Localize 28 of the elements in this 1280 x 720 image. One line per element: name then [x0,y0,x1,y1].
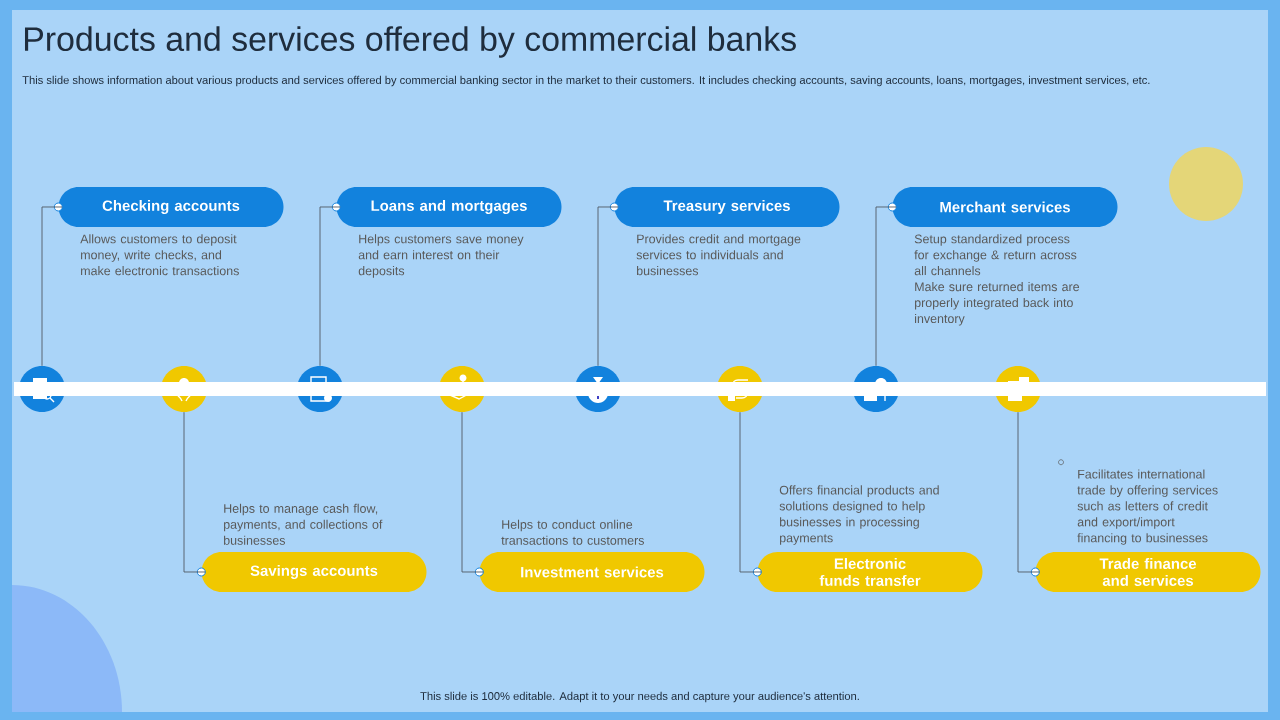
pill-box: Trade finance and services [1030,552,1261,592]
description-text: Provides credit and mortgage services to individuals and businesses [636,234,801,276]
pill-box: Checking accounts [53,187,284,227]
pill-box: Electronic funds transfer [752,552,983,592]
pill-box: Merchant services [887,187,1118,227]
description-text: Helps to conduct online transactions to customers [501,519,644,545]
pill-box: Treasury services [609,187,840,227]
connector-line [875,206,897,367]
connector-line [41,206,63,367]
connector-line [597,206,619,367]
connector-line [1017,411,1040,573]
description-text: Offers financial products and solutions designed to help businesses in processing payments [779,485,939,545]
pill-box: Loans and mortgages [331,187,562,227]
connector-line [183,411,206,573]
connector-line [461,411,484,573]
title: Products and services offered by commercial banks [25,26,796,58]
pill-box: Investment services [474,552,705,592]
description-text: Allows customers to deposit money, write checks, and make electronic transactions [80,234,239,276]
subtitle: This slide shows information about various products and services offered by commercial banking sector in the market to their customers. It includes checking accounts, saving accounts, loans, mortgages, investment services, etc. [22,75,1150,87]
description-text: Make sure returned items are properly integrated back into inventory [915,282,1080,326]
pill-box: Savings accounts [196,552,427,592]
description-text: Helps customers save money and earn interest on their deposits [358,234,524,278]
footer-note: This slide is 100% editable. Adapt it to your needs and capture your audience's attention. [420,691,859,703]
description-text: Helps to manage cash flow, payments, and collections of businesses [224,503,383,545]
description-text: Facilitates international trade by offering services such as letters of credit and export/import financing to businesses [1077,469,1218,545]
connector-line [319,206,341,367]
description-text: Setup standardized process for exchange & return across all channels [914,234,1077,276]
connector-line [739,411,762,573]
